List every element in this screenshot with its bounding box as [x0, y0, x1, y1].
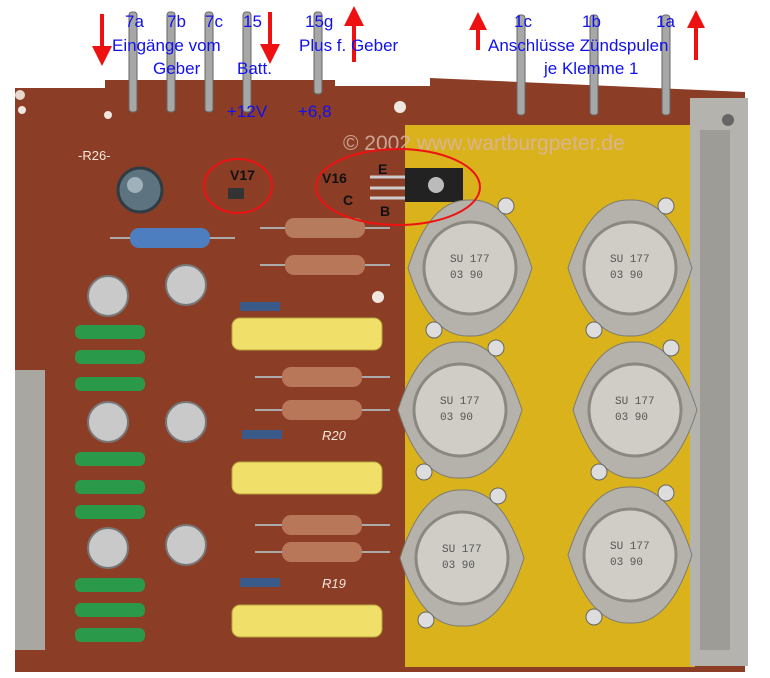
mounting-hole [372, 291, 384, 303]
transistor-marking: 03 90 [610, 557, 643, 569]
label-plus-12v: +12V [227, 102, 268, 121]
power-transistors: SU 177 03 90 SU 177 03 90 SU 177 03 90 SU 177 0… [397, 197, 698, 629]
screw-icon [497, 197, 515, 215]
small-transistors [87, 264, 207, 569]
mounting-hole [394, 101, 406, 113]
arrow-up-icon [469, 12, 487, 50]
left-bracket [15, 370, 45, 650]
arrows [92, 6, 705, 66]
capacitor-top [127, 177, 143, 193]
transistor-marking: SU 177 [440, 396, 480, 408]
diodes [240, 302, 282, 587]
label-inputs-line1: Eingänge vom [112, 36, 221, 55]
power-transistor: SU 177 03 90 [572, 339, 698, 481]
transistor-marking: 03 90 [440, 412, 473, 424]
silk-b: B [380, 203, 390, 219]
highlight-v16 [315, 148, 481, 226]
label-15: 15 [243, 12, 262, 31]
power-transistor: SU 177 03 90 [407, 197, 533, 339]
label-coils-line1: Anschlüsse Zündspulen [488, 36, 669, 55]
screw-icon [489, 487, 507, 505]
screw-icon [585, 321, 603, 339]
mounting-hole [15, 90, 25, 100]
screw-icon [417, 611, 435, 629]
label-coils-line2: je Klemme 1 [543, 59, 638, 78]
screw-icon [657, 484, 675, 502]
silk-v16: V16 [322, 170, 347, 186]
transistor-marking: 03 90 [442, 560, 475, 572]
silk-e: E [378, 161, 387, 177]
transistor-marking: 03 90 [450, 270, 483, 282]
pin-labels: 7a 7b 7c 15 15g Eingänge vom Geber Batt.… [112, 12, 675, 121]
power-transistor: SU 177 03 90 [399, 487, 525, 629]
label-1c: 1c [514, 12, 532, 31]
metal-rail-inner [700, 130, 730, 650]
arrow-down-icon [260, 12, 280, 64]
silk-r20: R20 [322, 428, 347, 443]
transistor-marking: 03 90 [615, 412, 648, 424]
screw-icon [415, 463, 433, 481]
resistors [110, 218, 390, 562]
label-batt: Batt. [237, 59, 272, 78]
screw-icon [657, 197, 675, 215]
transistor-marking: 03 90 [610, 270, 643, 282]
power-transistor: SU 177 03 90 [567, 484, 693, 626]
label-7a: 7a [125, 12, 144, 31]
arrow-up-icon [687, 10, 705, 60]
label-7c: 7c [205, 12, 223, 31]
transistor-marking: SU 177 [610, 541, 650, 553]
silk-r26: -R26- [78, 148, 111, 163]
label-plus-6-8: +6,8 [298, 102, 332, 121]
label-plus-geber: Plus f. Geber [299, 36, 399, 55]
highlight-v17 [203, 158, 273, 214]
label-15g: 15g [305, 12, 333, 31]
transistor-marking: SU 177 [610, 254, 650, 266]
label-7b: 7b [167, 12, 186, 31]
mounting-hole [104, 111, 112, 119]
connector-pins [128, 11, 671, 116]
label-1b: 1b [582, 12, 601, 31]
silk-v17: V17 [230, 167, 255, 183]
power-transistor: SU 177 03 90 [397, 339, 523, 481]
silk-r19: R19 [322, 576, 346, 591]
v17-component [228, 188, 244, 199]
arrow-down-icon [92, 14, 112, 66]
rail-hole [722, 114, 734, 126]
mounting-hole [18, 106, 26, 114]
v16-tab-hole [428, 177, 444, 193]
transistor-marking: SU 177 [615, 396, 655, 408]
v16-leads [370, 175, 405, 200]
transistor-marking: SU 177 [442, 544, 482, 556]
watermark: © 2002 www.wartburgpeter.de [343, 132, 625, 155]
power-transistor: SU 177 03 90 [567, 197, 693, 339]
label-inputs-line2: Geber [153, 59, 201, 78]
film-capacitors [231, 317, 383, 638]
screw-icon [585, 608, 603, 626]
screw-icon [662, 339, 680, 357]
transistor-marking: SU 177 [450, 254, 490, 266]
label-1a: 1a [656, 12, 675, 31]
screw-icon [425, 321, 443, 339]
green-resistors [75, 325, 145, 642]
silk-c: C [343, 192, 353, 208]
screw-icon [590, 463, 608, 481]
screw-icon [487, 339, 505, 357]
arrow-up-icon [344, 6, 364, 62]
